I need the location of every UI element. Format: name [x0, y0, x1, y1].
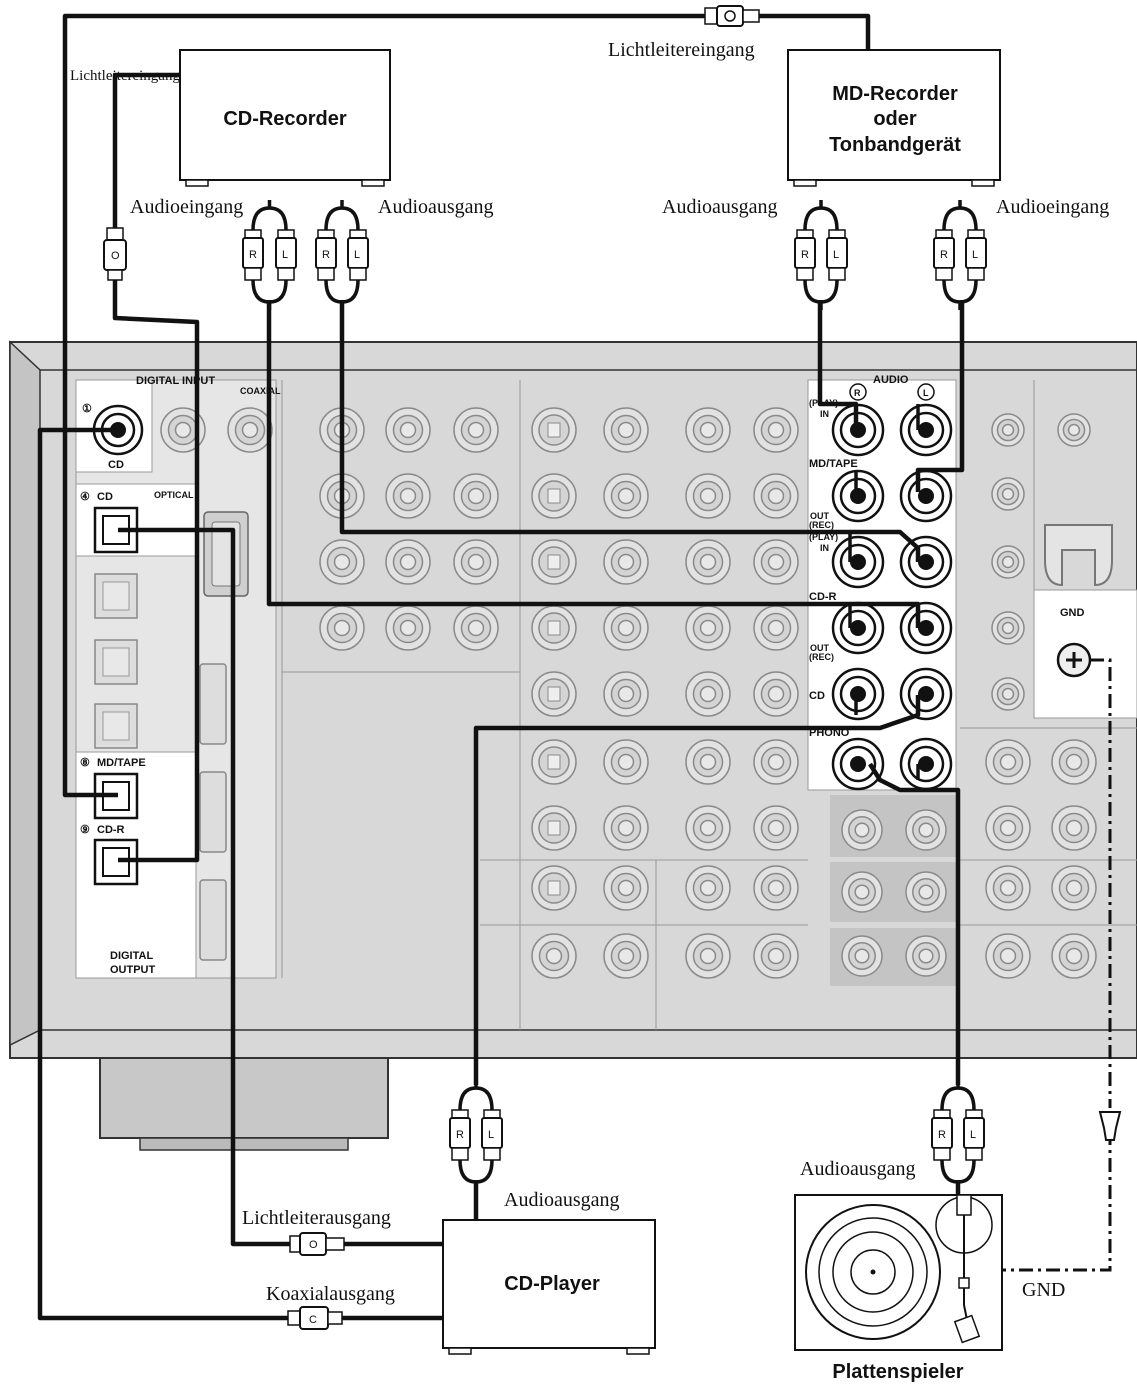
cdr-out-label: OUT: [810, 643, 830, 653]
rca-plug-label: R: [940, 249, 948, 261]
audio-r-label: R: [854, 388, 861, 398]
cdp-coax-out-label: Koaxialausgang: [266, 1283, 395, 1305]
cdr-rec-label: (REC): [809, 652, 834, 662]
md-audio-in-label: Audioeingang: [996, 196, 1109, 218]
md-recorder: MD-Recorder oder Tonbandgerät: [787, 49, 1001, 187]
rca-plug-label: R: [801, 249, 809, 261]
background-jacks: [160, 407, 1097, 979]
optical-in-top-label: Lichtleitereingang: [608, 39, 755, 61]
opt-cdr-num: ⑨: [80, 824, 90, 836]
gnd-lug-icon: [1098, 1111, 1122, 1141]
optical-plug-left-label: O: [111, 250, 120, 262]
md-recorder-title-3: Tonbandgerät: [829, 134, 961, 156]
gnd-label: GND: [1022, 1279, 1065, 1301]
md-rec-label: (REC): [809, 520, 834, 530]
optical-in-left-label: Lichtleitereingang: [70, 68, 180, 84]
turntable-title: Plattenspieler: [832, 1361, 963, 1383]
audio-l-label: L: [923, 388, 929, 398]
cd-recorder-title: CD-Recorder: [223, 108, 347, 130]
opt-cdr-label: CD-R: [97, 824, 125, 836]
audio-label: AUDIO: [873, 374, 909, 386]
rca-plug-label: R: [456, 1129, 464, 1141]
md-out-label: OUT: [810, 511, 830, 521]
turntable: Plattenspieler: [794, 1194, 1003, 1383]
md-audio-out-label: Audioausgang: [662, 196, 778, 218]
opt-cd-label: CD: [97, 491, 113, 503]
digital-input-label: DIGITAL INPUT: [136, 375, 215, 387]
cdp-audio-out-label: Audioausgang: [504, 1189, 620, 1211]
digital-output-label-2: OUTPUT: [110, 964, 156, 976]
inline-plugs: O O C: [103, 5, 760, 1330]
cdr-label: CD-R: [809, 591, 837, 603]
rca-plug-label: R: [938, 1129, 946, 1141]
coaxial-label: COAXIAL: [240, 386, 281, 396]
rca-plugs: R L R L R L R L R L R L: [242, 200, 987, 1190]
cdr-audio-in-label: Audioeingang: [130, 196, 243, 218]
coax-cd-label: CD: [108, 459, 124, 471]
md-recorder-title-2: oder: [873, 108, 917, 130]
panel-gnd-label: GND: [1060, 607, 1085, 619]
rca-plug-label: L: [970, 1129, 976, 1141]
cables: [37, 13, 1122, 1321]
rca-plug-label: L: [972, 249, 978, 261]
optical-plug-cdp-label: O: [309, 1239, 318, 1251]
rca-plug-label: L: [282, 249, 288, 261]
coax-plug-cdp-label: C: [309, 1314, 317, 1326]
cd-recorder: CD-Recorder: [179, 49, 391, 187]
audio-jacks: [831, 403, 953, 791]
rca-plug-label: L: [354, 249, 360, 261]
opt-md-num: ⑧: [80, 757, 90, 769]
connection-labels: Lichtleitereingang Lichtleitereingang Au…: [70, 39, 1109, 1305]
optical-label: OPTICAL: [154, 490, 194, 500]
rca-plug-label: R: [322, 249, 330, 261]
rca-plug-label: L: [833, 249, 839, 261]
cd-player: CD-Player: [442, 1219, 656, 1355]
cdr-play-label: (PLAY): [809, 532, 838, 542]
receiver-rear-panel: [9, 340, 1137, 1151]
opt-md-label: MD/TAPE: [97, 757, 146, 769]
md-tape-label: MD/TAPE: [809, 458, 858, 470]
optical-ports: [93, 506, 139, 886]
digital-output-label-1: DIGITAL: [110, 950, 153, 962]
md-in-label: IN: [820, 409, 829, 419]
coax-num: ①: [82, 403, 92, 415]
opt-cd-num: ④: [80, 491, 90, 503]
md-recorder-title-1: MD-Recorder: [832, 83, 958, 105]
rca-plug-label: L: [488, 1129, 494, 1141]
cdp-optical-out-label: Lichtleiterausgang: [242, 1207, 391, 1229]
tt-audio-out-label: Audioausgang: [800, 1158, 916, 1180]
cdr-audio-out-label: Audioausgang: [378, 196, 494, 218]
cd-player-title: CD-Player: [504, 1273, 600, 1295]
cd-label: CD: [809, 690, 825, 702]
cdr-in-label: IN: [820, 543, 829, 553]
optical-plug-icon: [724, 10, 736, 22]
rca-plug-label: R: [249, 249, 257, 261]
